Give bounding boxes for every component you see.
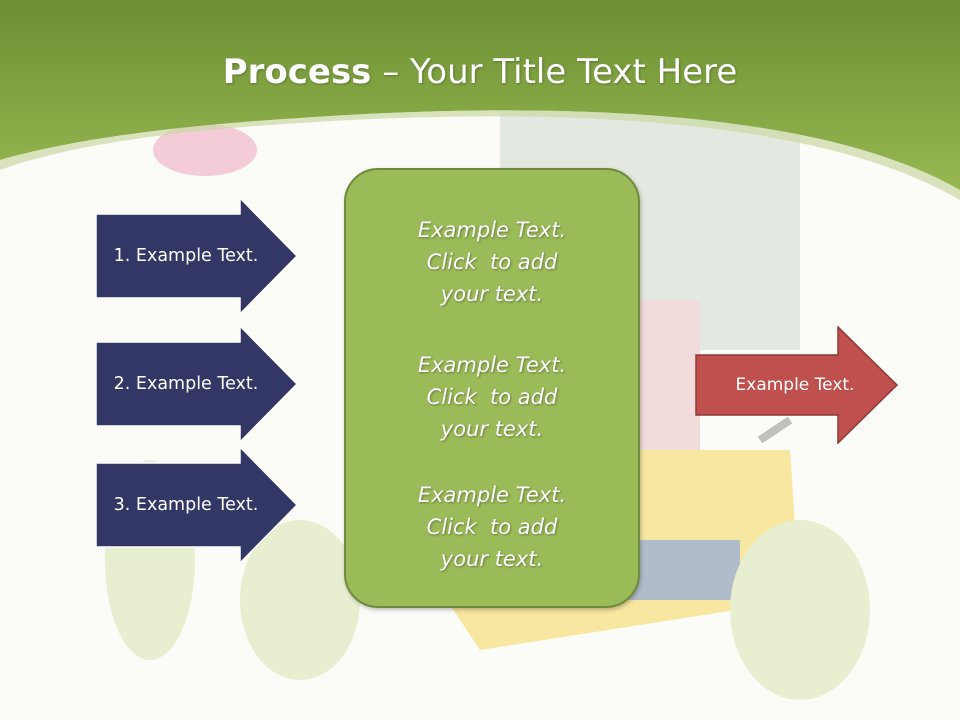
paragraph-line: your text. [440,282,544,306]
step-label-2: 2. Example Text. [113,374,259,394]
step-arrow-3[interactable]: 3. Example Text. [95,446,299,564]
paragraph-line: your text. [440,417,544,441]
paragraph-line: Click to add [426,515,558,539]
center-paragraph-2: Example Text. Click to add your text. [346,349,638,445]
step-arrow-2[interactable]: 2. Example Text. [95,325,299,443]
title-rest: – Your Title Text Here [371,52,738,92]
output-label: Example Text. [735,375,855,395]
center-paragraph-3: Example Text. Click to add your text. [346,479,638,575]
output-arrow[interactable]: Example Text. [695,326,899,444]
paragraph-line: Example Text. [417,353,567,377]
right-arrow-shape-1 [95,197,299,315]
center-text-box[interactable]: Example Text. Click to add your text. Ex… [344,168,640,608]
paragraph-line: your text. [440,547,544,571]
center-paragraph-1: Example Text. Click to add your text. [346,214,638,310]
right-arrow-shape-3 [95,446,299,564]
paragraph-line: Example Text. [417,218,567,242]
step-arrow-1[interactable]: 1. Example Text. [95,197,299,315]
step-label-1: 1. Example Text. [113,246,259,266]
right-arrow-shape-output [695,326,899,444]
right-arrow-shape-2 [95,325,299,443]
title-bold: Process [222,52,372,92]
paragraph-line: Click to add [426,385,558,409]
paragraph-line: Click to add [426,250,558,274]
step-label-3: 3. Example Text. [113,495,259,515]
slide-title: Process – Your Title Text Here [0,52,960,92]
paragraph-line: Example Text. [417,483,567,507]
